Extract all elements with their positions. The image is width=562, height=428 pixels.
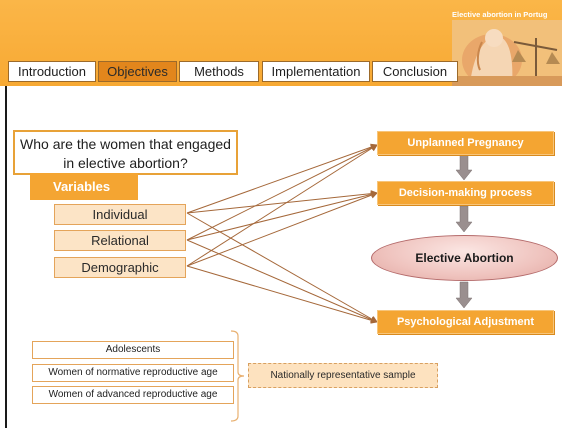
- tab-methods[interactable]: Methods: [179, 61, 259, 82]
- tab-introduction[interactable]: Introduction: [8, 61, 96, 82]
- sample-advanced-age: Women of advanced reproductive age: [32, 386, 234, 404]
- decision-making-box: Decision-making process: [377, 181, 554, 205]
- tab-conclusion[interactable]: Conclusion: [372, 61, 458, 82]
- tab-implementation[interactable]: Implementation: [262, 61, 370, 82]
- research-question: Who are the women that engaged in electi…: [13, 130, 238, 175]
- nationally-representative-sample: Nationally representative sample: [248, 363, 438, 388]
- sample-adolescents: Adolescents: [32, 341, 234, 359]
- variable-demographic: Demographic: [54, 257, 186, 278]
- psychological-adjustment-box: Psychological Adjustment: [377, 310, 554, 334]
- variable-individual: Individual: [54, 204, 186, 225]
- header-illustration: [452, 20, 562, 86]
- slide-left-border: [5, 86, 7, 428]
- variable-relational: Relational: [54, 230, 186, 251]
- tab-objectives[interactable]: Objectives: [98, 61, 177, 82]
- variables-heading: Variables: [30, 173, 138, 200]
- sample-normative-age: Women of normative reproductive age: [32, 364, 234, 382]
- unplanned-pregnancy-box: Unplanned Pregnancy: [377, 131, 554, 155]
- elective-abortion-ellipse: Elective Abortion: [371, 235, 558, 281]
- slide-title: Elective abortion in Portug: [452, 10, 548, 19]
